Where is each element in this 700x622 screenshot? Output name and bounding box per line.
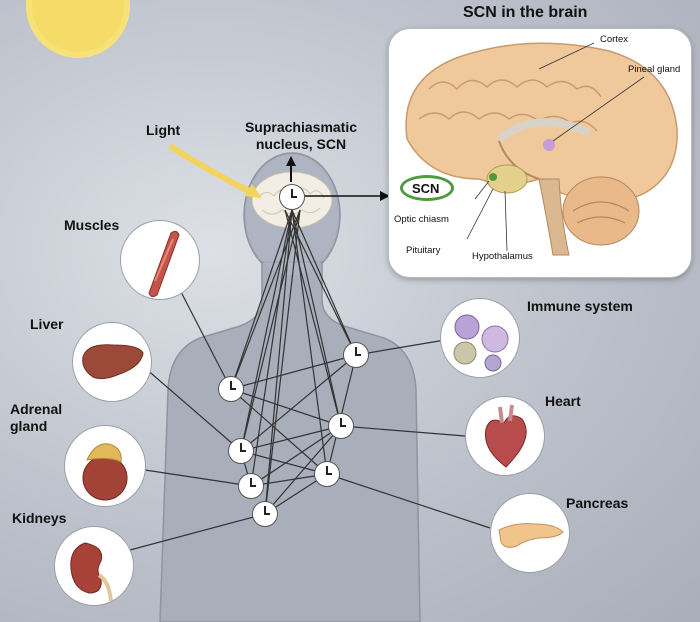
pancreas-image bbox=[490, 493, 570, 573]
label-scn-title: Suprachiasmatic nucleus, SCN bbox=[236, 119, 366, 153]
label-scn-title-line1: Suprachiasmatic bbox=[244, 119, 358, 135]
immune-cells-image bbox=[440, 298, 520, 378]
clock-icon bbox=[252, 501, 278, 527]
adrenal-kidney-image bbox=[64, 425, 146, 507]
heart-image bbox=[465, 396, 545, 476]
clock-icon bbox=[343, 342, 369, 368]
brain-inset bbox=[388, 28, 692, 278]
clock-icon bbox=[218, 376, 244, 402]
label-scn-title-line2: nucleus, SCN bbox=[255, 136, 347, 152]
inset-pineal-label: Pineal gland bbox=[628, 64, 681, 75]
label-adrenal-line1: Adrenal bbox=[10, 401, 63, 417]
light-arrow bbox=[168, 143, 257, 197]
inset-cortex-label: Cortex bbox=[600, 34, 628, 45]
inset-title: SCN in the brain bbox=[463, 4, 588, 21]
connector-lines bbox=[129, 209, 491, 551]
label-muscles: Muscles bbox=[64, 217, 120, 233]
kidney-image bbox=[54, 526, 134, 606]
scn-highlight bbox=[400, 175, 454, 201]
inset-scn-label: SCN bbox=[412, 181, 440, 196]
clock-icon bbox=[314, 461, 340, 487]
label-liver: Liver bbox=[30, 316, 64, 332]
scn-clock-icon bbox=[279, 184, 305, 210]
label-light: Light bbox=[146, 122, 181, 138]
label-kidneys: Kidneys bbox=[12, 510, 67, 526]
label-adrenal-line2: gland bbox=[10, 418, 48, 434]
inset-hypothalamus-label: Hypothalamus bbox=[472, 251, 533, 262]
clock-icon bbox=[328, 413, 354, 439]
label-heart: Heart bbox=[545, 393, 581, 409]
liver-image bbox=[72, 322, 152, 402]
inset-pituitary-label: Pituitary bbox=[406, 245, 441, 256]
clock-icon bbox=[238, 473, 264, 499]
label-pancreas: Pancreas bbox=[566, 495, 629, 511]
label-adrenal: Adrenal gland bbox=[10, 401, 62, 435]
label-immune: Immune system bbox=[527, 298, 633, 314]
muscle-image bbox=[120, 220, 200, 300]
inset-optic-label: Optic chiasm bbox=[394, 214, 449, 225]
clock-icon bbox=[228, 438, 254, 464]
